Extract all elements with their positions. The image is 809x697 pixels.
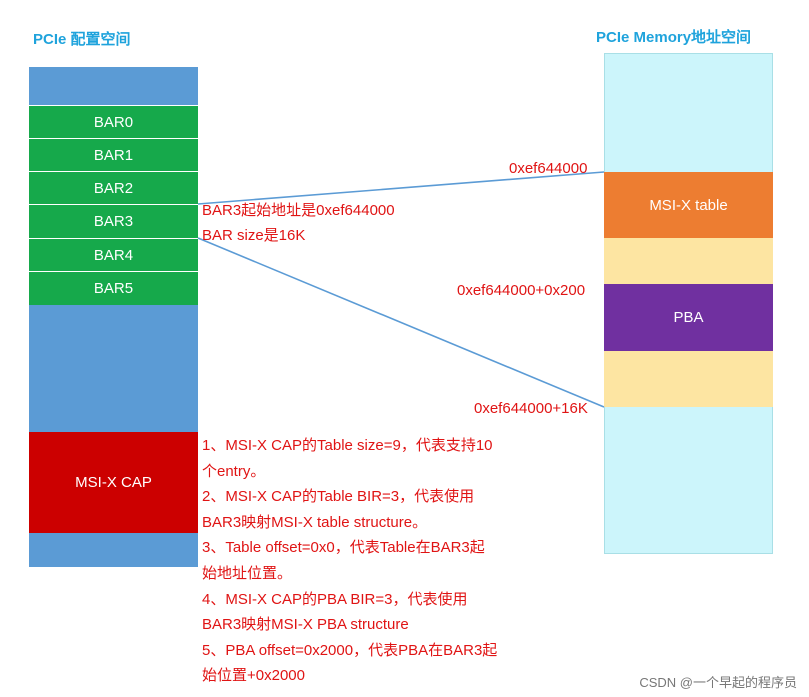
pba-block: PBA (604, 284, 773, 351)
msix-table-block: MSI-X table (604, 172, 773, 238)
note-line: 4、MSI-X CAP的PBA BIR=3，代表使用 (202, 590, 468, 608)
address-start-label: 0xef644000 (509, 160, 588, 177)
note-line: 始地址位置。 (202, 564, 293, 582)
note-line: 5、PBA offset=0x2000，代表PBA在BAR3起 (202, 641, 498, 659)
gap-block-lower (604, 351, 773, 407)
note-line: BAR3映射MSI-X table structure。 (202, 513, 428, 531)
bar3-size-note: BAR size是16K (202, 227, 306, 244)
connector-line-start (197, 171, 605, 205)
note-line: 2、MSI-X CAP的Table BIR=3，代表使用 (202, 488, 475, 506)
msix-notes: 1、MSI-X CAP的Table size=9，代表支持10 个entry。 … (202, 433, 497, 689)
bar5-block: BAR5 (29, 271, 198, 305)
bar0-block: BAR0 (29, 105, 198, 138)
note-line: 始位置+0x2000 (202, 667, 305, 685)
address-pba-label: 0xef644000+0x200 (457, 282, 586, 299)
bar3-block: BAR3 (29, 204, 198, 238)
memory-space-title: PCIe Memory地址空间 (596, 29, 752, 46)
note-line: 1、MSI-X CAP的Table size=9，代表支持10 (202, 437, 493, 454)
note-line: 3、Table offset=0x0，代表Table在BAR3起 (202, 539, 485, 557)
bar2-block: BAR2 (29, 171, 198, 204)
bar3-start-address-note: BAR3起始地址是0xef644000 (202, 202, 395, 219)
connector-line-end (197, 237, 605, 408)
gap-block-upper (604, 238, 773, 284)
footer-watermark: CSDN @一个早起的程序员 (639, 675, 797, 690)
msix-cap-block: MSI-X CAP (29, 432, 198, 533)
note-line: 个entry。 (202, 462, 266, 480)
config-space-title: PCIe 配置空间 (33, 31, 131, 48)
bar1-block: BAR1 (29, 138, 198, 171)
note-line: BAR3映射MSI-X PBA structure (202, 616, 409, 634)
bar4-block: BAR4 (29, 238, 198, 271)
address-end-label: 0xef644000+16K (474, 400, 588, 417)
